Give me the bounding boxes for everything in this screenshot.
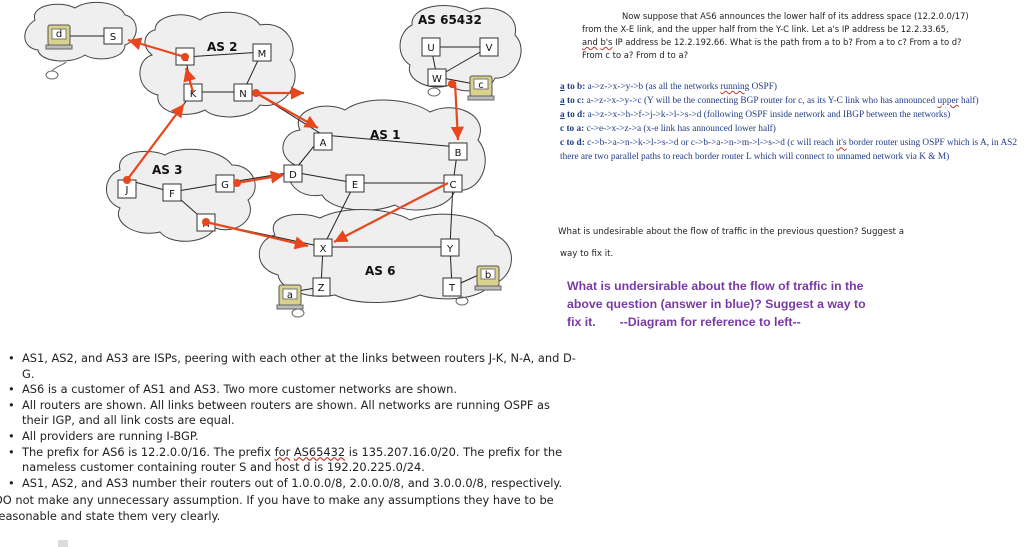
purple-note: What is undersirable about the flow of t…: [567, 277, 917, 331]
svg-text:X: X: [320, 244, 327, 255]
bullet-item: All routers are shown. All links between…: [8, 398, 580, 429]
svg-text:a: a: [287, 290, 293, 301]
answer-a-to-d: a to d: a->z->x->h->f->j->k->l->s->d (fo…: [560, 110, 951, 121]
as3-label: AS 3: [152, 163, 182, 177]
svg-text:B: B: [455, 148, 462, 159]
router-u: U: [421, 37, 441, 57]
router-z: Z: [312, 277, 331, 297]
svg-text:G: G: [221, 180, 229, 191]
bullet-item: AS1, AS2, and AS3 are ISPs, peering with…: [8, 351, 580, 382]
router-x: X: [313, 238, 333, 257]
bullet-item: AS1, AS2, and AS3 number their routers o…: [8, 476, 580, 492]
svg-text:W: W: [432, 74, 442, 85]
svg-text:T: T: [448, 283, 456, 294]
svg-text:E: E: [352, 180, 358, 191]
router-g: G: [215, 174, 235, 193]
router-e: E: [345, 174, 365, 193]
answer-a-to-c: a to c: a->z->x->y->c (Y will be the con…: [560, 96, 979, 107]
svg-text:N: N: [239, 89, 246, 100]
question-line-4: From c to a? From d to a?: [582, 50, 689, 60]
as65432-label: AS 65432: [418, 13, 482, 27]
router-n: N: [233, 83, 253, 102]
svg-text:D: D: [289, 170, 297, 181]
as2-label: AS 2: [207, 40, 237, 54]
router-y: Y: [440, 238, 460, 257]
purple-note-line-2: above question (answer in blue)? Suggest…: [567, 297, 866, 311]
traffic-arrows: [126, 37, 464, 250]
host-peripherals: [45, 61, 469, 318]
router-a: A: [313, 132, 333, 151]
svg-text:S: S: [110, 32, 116, 43]
svg-text:C: C: [450, 180, 457, 191]
router-c: C: [443, 174, 463, 193]
as1-label: AS 1: [370, 128, 400, 142]
host-d: d: [45, 24, 73, 50]
question-text: Now suppose that AS6 announces the lower…: [582, 10, 1022, 62]
followup-question: What is undesirable about the flow of tr…: [558, 221, 1018, 265]
router-d: D: [283, 164, 303, 183]
host-b: b: [474, 265, 502, 291]
question-line-2: from the X-E link, and the upper half fr…: [582, 24, 949, 34]
router-v: V: [479, 37, 499, 57]
router-f: F: [162, 183, 182, 202]
router-t: T: [442, 277, 462, 297]
svg-text:V: V: [486, 43, 493, 54]
svg-text:d: d: [56, 29, 62, 40]
purple-note-line-3: fix it. --Diagram for reference to left-…: [567, 315, 801, 329]
followup-line-2: way to fix it.: [560, 249, 614, 259]
svg-text:J: J: [125, 185, 129, 196]
question-line-1: Now suppose that AS6 announces the lower…: [622, 11, 969, 21]
network-diagram: AS 65432 AS 2 AS 1 AS 3 AS 6: [24, 1, 522, 318]
question-line-3: and b's IP address be 12.2.192.66. What …: [582, 37, 962, 47]
svg-text:Z: Z: [318, 283, 325, 294]
assumption-note: DO not make any unnecessary assumption. …: [0, 493, 554, 523]
blue-answers: a to b: a->z->x->y->b (as all the networ…: [560, 80, 1022, 165]
scroll-marker: [58, 540, 68, 547]
answer-c-to-a: c to a: c->e->x->z->a (x-e link has anno…: [560, 124, 776, 135]
router-w: W: [427, 68, 447, 87]
svg-text:K: K: [190, 89, 197, 100]
svg-text:Y: Y: [446, 244, 454, 255]
bullet-item: All providers are running I-BGP.: [8, 429, 580, 445]
router-k: K: [183, 83, 203, 102]
host-c: c: [467, 75, 495, 101]
svg-text:c: c: [478, 80, 484, 91]
svg-text:b: b: [485, 270, 491, 281]
purple-note-line-1: What is undersirable about the flow of t…: [567, 279, 864, 293]
bullet-item: AS6 is a customer of AS1 and AS3. Two mo…: [8, 382, 580, 398]
answer-a-to-b: a to b: a->z->x->y->b (as all the networ…: [560, 82, 777, 92]
svg-text:M: M: [258, 49, 267, 60]
answer-c-to-d: c to d: c->b->a->n->k->l->s->d or c->b->…: [560, 138, 1017, 163]
router-b: B: [448, 142, 468, 161]
traffic-dots: [123, 53, 456, 226]
router-m: M: [252, 43, 272, 62]
followup-line-1: What is undesirable about the flow of tr…: [558, 227, 905, 237]
svg-text:F: F: [169, 189, 175, 200]
svg-text:A: A: [320, 138, 327, 149]
router-s: S: [103, 27, 123, 45]
svg-text:U: U: [427, 43, 434, 54]
bullet-item-prefix: The prefix for AS6 is 12.2.0.0/16. The p…: [8, 445, 580, 476]
as6-label: AS 6: [365, 264, 395, 278]
problem-bullets: AS1, AS2, and AS3 are ISPs, peering with…: [0, 351, 580, 525]
host-a: a: [276, 284, 304, 310]
